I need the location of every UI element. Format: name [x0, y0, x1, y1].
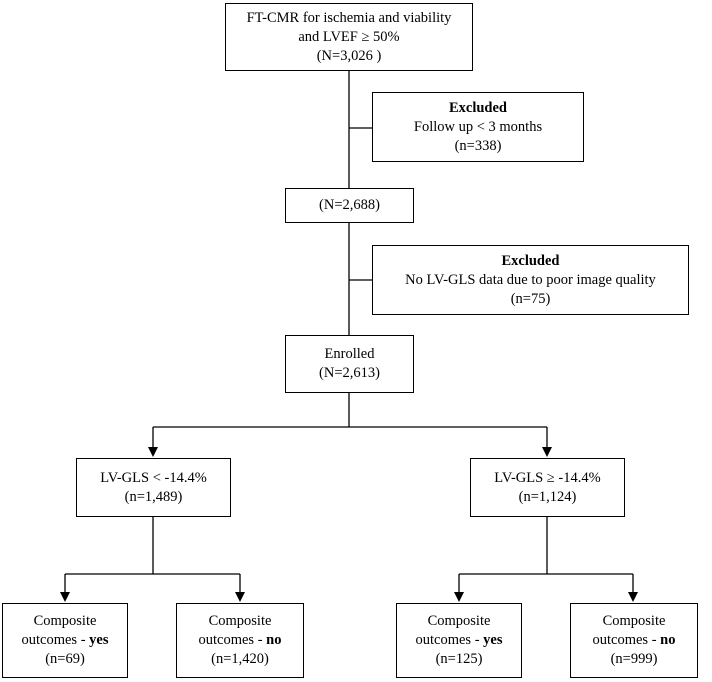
high-outcome-no-box: Composite outcomes - no (n=999)	[570, 603, 698, 678]
low-yes-count: (n=69)	[45, 651, 85, 667]
source-population-box: FT-CMR for ischemia and viability and LV…	[225, 3, 473, 71]
source-line-1: FT-CMR for ischemia and viability	[246, 9, 452, 26]
enrolled-count: (N=2,613)	[319, 365, 380, 381]
high-no-line-2: outcomes - no	[593, 631, 676, 650]
exclusion-box-1: Excluded Follow up < 3 months (n=338)	[372, 92, 584, 162]
exclusion-2-title: Excluded	[501, 252, 560, 269]
high-yes-count: (n=125)	[435, 651, 483, 667]
exclusion-1-count: (n=338)	[454, 137, 502, 154]
gls-low-count: (n=1,489)	[124, 488, 183, 505]
low-yes-prefix: outcomes -	[21, 632, 90, 648]
high-no-count: (n=999)	[610, 651, 658, 667]
low-yes-value: yes	[89, 632, 109, 648]
low-yes-line-1: Composite	[33, 613, 97, 629]
high-outcome-yes-box: Composite outcomes - yes (n=125)	[396, 603, 522, 678]
enrolled-box: Enrolled (N=2,613)	[285, 335, 414, 393]
exclusion-1-reason: Follow up < 3 months	[413, 118, 543, 135]
exclusion-1-title: Excluded	[448, 99, 507, 116]
high-yes-prefix: outcomes -	[415, 632, 484, 648]
low-outcome-no-box: Composite outcomes - no (n=1,420)	[176, 603, 304, 678]
high-yes-line-1: Composite	[427, 613, 491, 629]
gls-low-label: LV-GLS < -14.4%	[100, 469, 207, 486]
gls-low-group-box: LV-GLS < -14.4% (n=1,489)	[76, 458, 231, 517]
gls-high-label: LV-GLS ≥ -14.4%	[494, 469, 601, 486]
gls-high-group-box: LV-GLS ≥ -14.4% (n=1,124)	[470, 458, 625, 517]
low-no-line-2: outcomes - no	[199, 631, 282, 650]
high-yes-value: yes	[483, 632, 503, 648]
high-no-prefix: outcomes -	[592, 632, 661, 648]
high-no-value: no	[660, 632, 676, 648]
exclusion-2-count: (n=75)	[510, 290, 551, 307]
low-no-line-1: Composite	[208, 613, 272, 629]
exclusion-box-2: Excluded No LV-GLS data due to poor imag…	[372, 245, 689, 315]
low-no-value: no	[266, 632, 282, 648]
exclusion-2-reason: No LV-GLS data due to poor image quality	[405, 271, 656, 288]
low-outcome-yes-box: Composite outcomes - yes (n=69)	[2, 603, 128, 678]
source-line-2: and LVEF ≥ 50%	[298, 28, 400, 45]
intermediate-population-box: (N=2,688)	[285, 188, 414, 223]
intermediate-count: (N=2,688)	[319, 197, 380, 213]
source-line-3: (N=3,026 )	[316, 47, 382, 64]
gls-high-count: (n=1,124)	[518, 488, 577, 505]
high-no-line-1: Composite	[602, 613, 666, 629]
low-no-prefix: outcomes -	[198, 632, 267, 648]
low-no-count: (n=1,420)	[211, 651, 269, 667]
low-yes-line-2: outcomes - yes	[22, 631, 109, 650]
high-yes-line-2: outcomes - yes	[416, 631, 503, 650]
enrolled-label: Enrolled	[324, 346, 375, 362]
